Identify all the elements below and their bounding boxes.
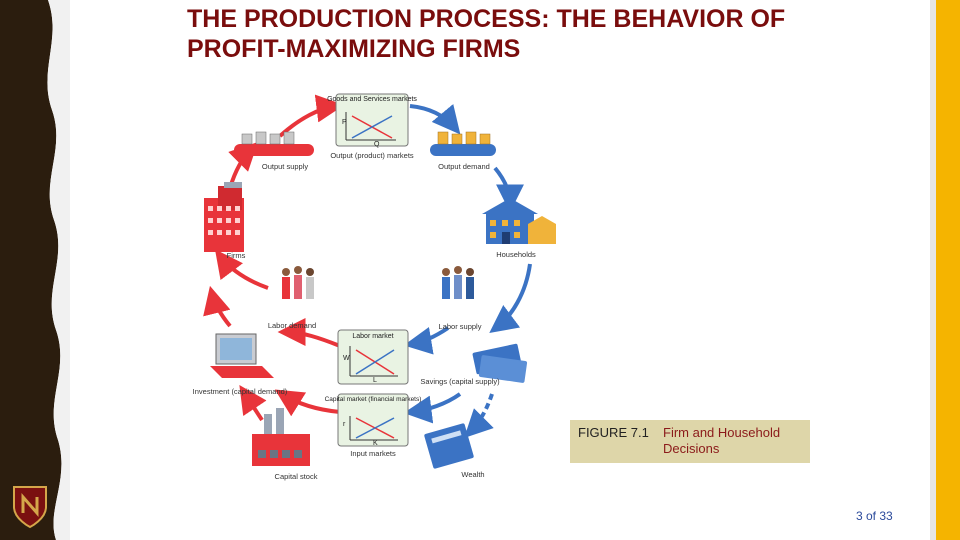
workers-icon <box>442 266 474 299</box>
arrow-capital-stock <box>239 385 267 422</box>
arrow-capital-market <box>274 389 341 417</box>
arrow-output-demand-left <box>409 103 461 135</box>
factory-icon <box>204 182 244 252</box>
capital-market-box: Capital market (financial markets) r K <box>325 393 422 447</box>
house-icon <box>482 198 556 244</box>
workers-icon <box>282 266 314 299</box>
labor-market-label: Labor market <box>352 333 393 340</box>
left-decorative-band <box>0 0 70 540</box>
wealth-label: Wealth <box>461 470 484 479</box>
capital-market-label: Capital market (financial markets) <box>325 396 422 403</box>
output-supply-label: Output supply <box>262 162 309 171</box>
factory-icon <box>252 408 310 466</box>
axis-k-label: K <box>373 440 378 447</box>
output-demand-conveyor <box>430 131 496 156</box>
arrow-wealth <box>464 393 494 438</box>
axis-p-label: P <box>342 119 347 126</box>
labor-supply-label: Labor supply <box>439 322 482 331</box>
output-demand-label: Output demand <box>438 162 490 171</box>
investment-label: Investment (capital demand) <box>193 387 288 396</box>
flow-arrows <box>203 94 532 438</box>
labor-market-box: Labor market W L <box>337 329 409 385</box>
savings-label: Savings (capital supply) <box>420 377 500 386</box>
output-supply-conveyor <box>234 131 314 156</box>
arrow-labor-supply <box>489 263 532 334</box>
axis-l-label: L <box>373 377 377 384</box>
laptop-icon <box>210 333 274 378</box>
slide-title: THE PRODUCTION PROCESS: THE BEHAVIOR OF … <box>187 5 786 63</box>
arrow-labor-demand <box>214 249 269 290</box>
axis-w-label: W <box>343 355 350 362</box>
figure-number: FIGURE 7.1 <box>578 425 649 440</box>
money-icon <box>424 423 474 469</box>
arrow-labor-market-right <box>403 326 450 355</box>
firms-label: Firms <box>227 251 246 260</box>
households-label: Households <box>496 250 536 259</box>
arrow-to-households <box>493 166 524 213</box>
output-markets-label: Output (product) markets <box>330 151 414 160</box>
goods-market-box: Goods and Services markets P Q <box>327 93 417 148</box>
figure-caption-text: Firm and Household Decisions <box>663 425 781 456</box>
crest-logo-icon <box>13 486 47 529</box>
input-markets-label: Input markets <box>350 449 396 458</box>
capital-stock-label: Capital stock <box>275 472 318 481</box>
labor-demand-label: Labor demand <box>268 321 316 330</box>
arrow-savings <box>403 392 462 424</box>
arrow-labor-market-left <box>277 318 341 348</box>
circular-flow-diagram: Goods and Services markets P Q Output (p… <box>193 93 556 481</box>
axis-r-label: r <box>343 421 346 428</box>
axis-q-label: Q <box>374 141 380 148</box>
right-accent-band <box>930 0 960 540</box>
arrow-output-supply <box>278 94 345 138</box>
figure-caption: FIGURE 7.1 Firm and Household Decisions <box>570 420 810 463</box>
page-number: 3 of 33 <box>856 509 893 523</box>
goods-market-label: Goods and Services markets <box>327 96 417 103</box>
money-icon <box>472 343 528 383</box>
arrow-investment <box>203 285 232 328</box>
